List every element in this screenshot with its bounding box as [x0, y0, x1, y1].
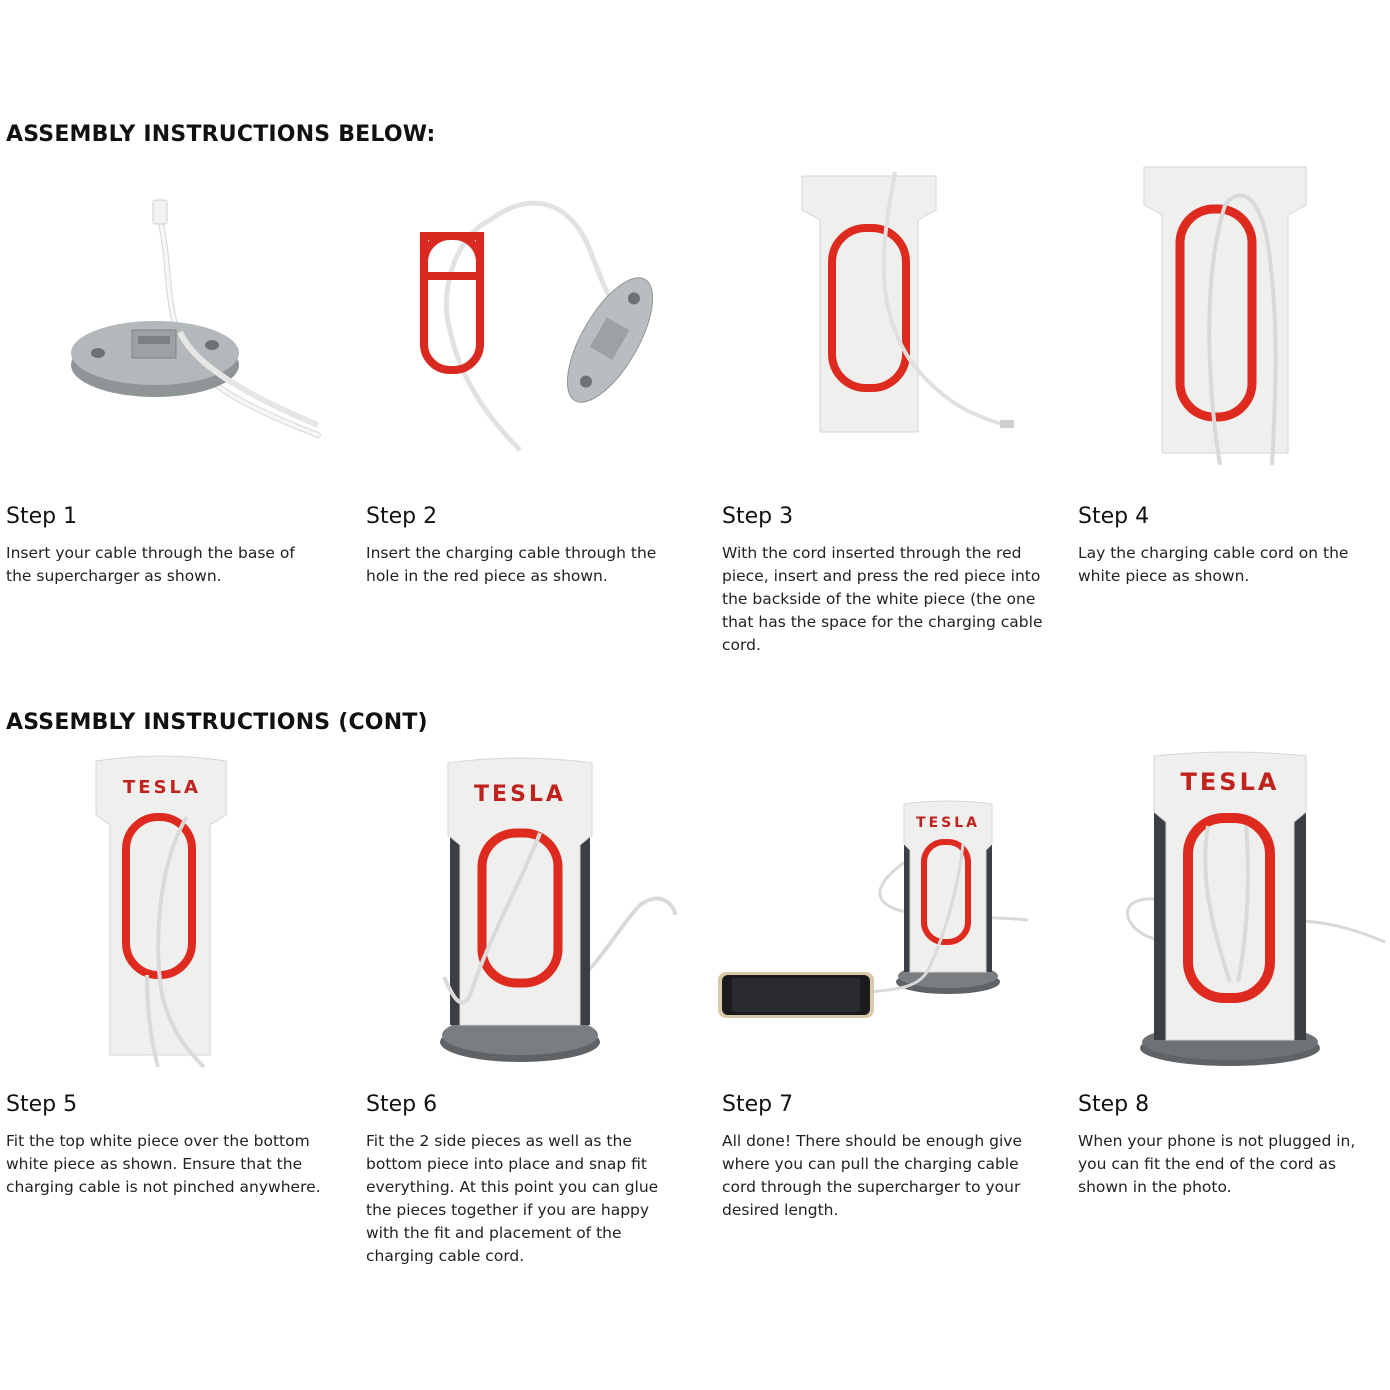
step-3-description: With the cord inserted through the red p…: [722, 544, 1043, 654]
tesla-logo: TESLA: [1181, 768, 1280, 796]
step-6-description: Fit the 2 side pieces as well as the bot…: [366, 1132, 659, 1265]
step-8-description: When your phone is not plugged in, you c…: [1078, 1132, 1356, 1196]
step-1-description: Insert your cable through the base of th…: [6, 544, 295, 585]
step-4-title: Step 4: [1078, 504, 1150, 529]
section-title-2: ASSEMBLY INSTRUCTIONS (CONT): [6, 710, 428, 735]
step-7-title: Step 7: [722, 1092, 794, 1117]
step-4-description: Lay the charging cable cord on the white…: [1078, 544, 1349, 585]
step-3-title: Step 3: [722, 504, 794, 529]
step-2-description: Insert the charging cable through the ho…: [366, 544, 657, 585]
step-2-title: Step 2: [366, 504, 438, 529]
tesla-logo: TESLA: [916, 815, 980, 831]
step-5-title: Step 5: [6, 1092, 78, 1117]
section-title-1: ASSEMBLY INSTRUCTIONS BELOW:: [6, 122, 436, 147]
step-1-title: Step 1: [6, 504, 78, 529]
step-6-title: Step 6: [366, 1092, 438, 1117]
step-6-image: TESLA: [430, 755, 680, 1075]
tesla-logo: TESLA: [474, 782, 566, 807]
step-1-image: [60, 190, 330, 450]
step-5-description: Fit the top white piece over the bottom …: [6, 1132, 321, 1196]
step-3-image: [800, 170, 1040, 440]
step-2-image: [410, 180, 680, 470]
step-8-image: TESLA: [1120, 751, 1390, 1072]
step-7-image: TESLA: [718, 800, 1038, 1025]
step-4-image: [1140, 165, 1320, 485]
step-5-image: TESLA: [92, 755, 232, 1070]
tesla-logo: TESLA: [123, 777, 201, 798]
step-8-title: Step 8: [1078, 1092, 1150, 1117]
step-7-description: All done! There should be enough give wh…: [722, 1132, 1022, 1219]
